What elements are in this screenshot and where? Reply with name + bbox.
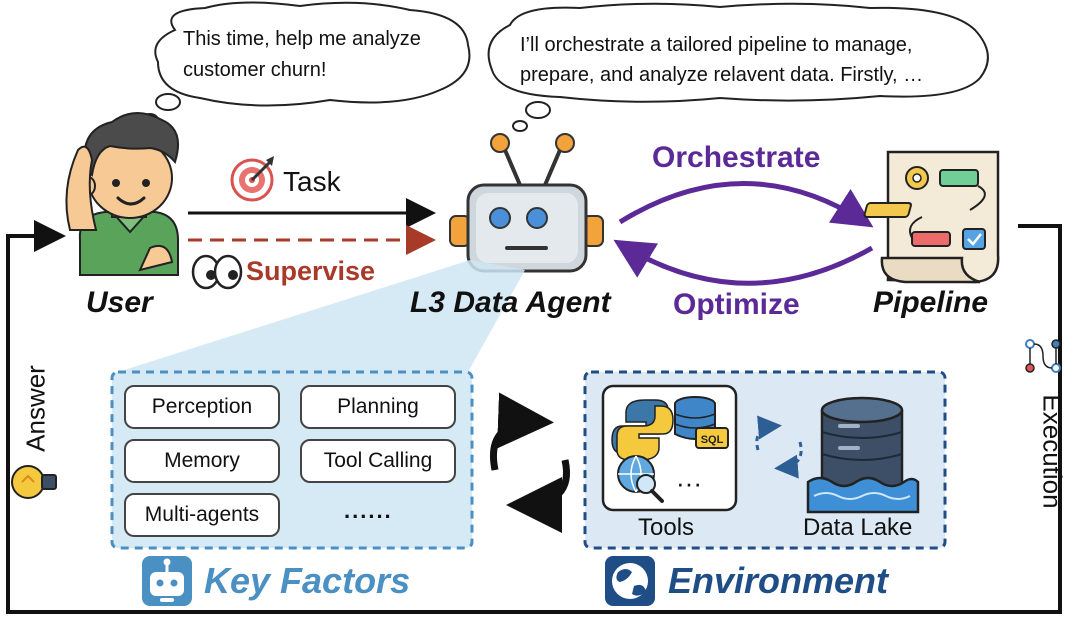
target-icon — [230, 156, 274, 202]
agent-bubble-line1: I’ll orchestrate a tailored pipeline to … — [520, 34, 913, 56]
sql-tag: SQL — [701, 434, 724, 446]
key-factors-title: Key Factors — [204, 560, 411, 601]
task-label: Task — [283, 166, 341, 197]
earth-badge-icon — [605, 556, 655, 606]
execution-label: Execution — [1037, 394, 1068, 509]
user-bubble-line2: customer churn! — [183, 59, 327, 81]
agent-bubble-line2: prepare, and analyze relavent data. Firs… — [520, 64, 924, 86]
pipeline-label: Pipeline — [873, 286, 989, 319]
environment-title: Environment — [668, 560, 889, 601]
answer-label: Answer — [20, 365, 51, 452]
lightbulb-icon — [11, 465, 57, 499]
user-label: User — [86, 286, 153, 319]
orchestrate-arrow — [618, 181, 874, 228]
factor-multi-agents: Multi-agents — [124, 493, 280, 537]
cycle-arrows-icon — [490, 392, 570, 533]
pipeline-document-icon — [863, 150, 1000, 284]
agent-speech-bubble — [487, 2, 989, 132]
factor-planning: Planning — [300, 385, 456, 429]
orchestrate-label: Orchestrate — [652, 141, 821, 174]
user-avatar — [65, 112, 179, 276]
factor-more: ...... — [344, 498, 393, 523]
factor-tool-calling: Tool Calling — [300, 439, 456, 483]
sync-cycle-icon — [755, 415, 803, 479]
eyes-icon — [191, 254, 243, 290]
user-bubble-line1: This time, help me analyze — [183, 28, 421, 50]
python-icon — [611, 399, 674, 461]
robot-badge-icon — [142, 556, 192, 606]
database-icon — [674, 396, 729, 449]
factor-memory: Memory — [124, 439, 280, 483]
answer-loop-line — [6, 220, 1062, 614]
data-lake-icon — [806, 396, 920, 514]
factor-perception: Perception — [124, 385, 280, 429]
supervise-label: Supervise — [246, 256, 376, 286]
optimize-label: Optimize — [673, 288, 800, 321]
tools-label: Tools — [638, 514, 695, 541]
globe-search-icon — [617, 455, 664, 503]
robot-icon — [449, 133, 604, 273]
zoom-wedge — [118, 260, 525, 372]
data-lake-label: Data Lake — [803, 514, 913, 541]
tools-more: ··· — [676, 468, 702, 498]
workflow-icon — [1025, 339, 1061, 373]
optimize-arrow — [613, 239, 874, 286]
agent-label: L3 Data Agent — [410, 286, 611, 319]
